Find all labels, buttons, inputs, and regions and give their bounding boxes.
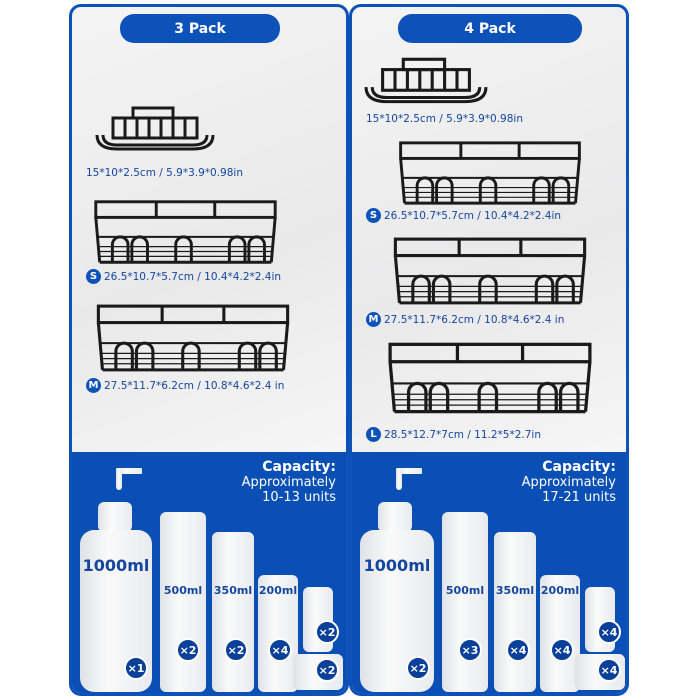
size-badge: S <box>86 269 101 284</box>
bottle-500ml: 500ml ×3 <box>442 512 488 692</box>
dropper-bottle: ×4 <box>585 587 621 652</box>
volume-label: 350ml <box>213 584 253 597</box>
pump-stem <box>116 468 122 490</box>
rack-l-image <box>362 340 618 416</box>
volume-label: 200ml <box>258 584 298 597</box>
quantity-badge: ×3 <box>458 638 482 662</box>
quantity-badge: ×1 <box>124 656 148 680</box>
quantity-badge: ×4 <box>550 638 574 662</box>
volume-label: 1000ml <box>363 556 431 575</box>
quantity-badge: ×4 <box>268 638 292 662</box>
volume-label: 350ml <box>495 584 535 597</box>
rack-m-image <box>88 302 298 374</box>
dropper-bottle: ×2 <box>303 587 339 652</box>
size-badge: M <box>86 378 101 393</box>
volume-label: 500ml <box>163 584 203 597</box>
rack-dims: 15*10*2.5cm / 5.9*3.9*0.98in <box>366 113 523 125</box>
size-badge: L <box>366 427 381 442</box>
cream-jar: ×2 <box>293 654 343 690</box>
rack-m-image <box>362 235 618 307</box>
rack-s-image <box>362 139 618 207</box>
rack-dims: 15*10*2.5cm / 5.9*3.9*0.98in <box>86 167 243 179</box>
rack-s-image <box>88 197 283 267</box>
pump-collar <box>98 502 132 532</box>
quantity-badge: ×2 <box>315 658 339 682</box>
size-badge: M <box>366 312 381 327</box>
pump-head <box>116 468 142 474</box>
size-badge: S <box>366 208 381 223</box>
pack-title: 3 Pack <box>120 14 280 43</box>
quantity-badge: ×2 <box>176 638 200 662</box>
bottle-350ml: 350ml ×2 <box>212 532 254 692</box>
cream-jar: ×4 <box>575 654 625 690</box>
pump-collar <box>378 502 412 532</box>
volume-label: 500ml <box>445 584 485 597</box>
pump-head <box>396 468 422 474</box>
small-rack-image <box>364 55 488 109</box>
tube-200ml: 200ml ×4 <box>258 575 298 692</box>
quantity-badge: ×4 <box>597 620 621 644</box>
quantity-badge: ×2 <box>406 656 430 680</box>
tube-200ml: 200ml ×4 <box>540 575 580 692</box>
pump-stem <box>396 468 402 490</box>
bottle-500ml: 500ml ×2 <box>160 512 206 692</box>
quantity-badge: ×4 <box>597 658 621 682</box>
volume-label: 200ml <box>540 584 580 597</box>
small-rack-image <box>94 105 216 155</box>
quantity-badge: ×4 <box>506 638 530 662</box>
quantity-badge: ×2 <box>315 620 339 644</box>
bottle-1000ml: 1000ml ×2 <box>360 530 434 692</box>
volume-label: 1000ml <box>82 556 150 575</box>
bottle-1000ml: 1000ml ×1 <box>80 530 152 692</box>
bottle-350ml: 350ml ×4 <box>494 532 536 692</box>
pack-title: 4 Pack <box>398 14 582 43</box>
quantity-badge: ×2 <box>224 638 248 662</box>
